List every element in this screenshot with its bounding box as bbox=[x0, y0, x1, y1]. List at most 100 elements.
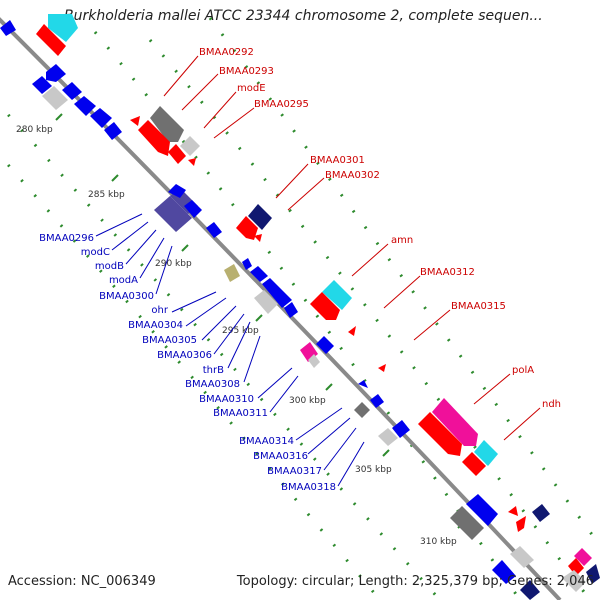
gene-label: BMAA0316 bbox=[253, 451, 308, 462]
tick-label: 290 kbp bbox=[155, 259, 192, 269]
gene-moda-blue bbox=[184, 200, 202, 218]
gene-small-red-5 bbox=[508, 506, 518, 516]
gene-ndh-red bbox=[462, 452, 486, 476]
gene-features bbox=[0, 14, 600, 600]
gene-label: BMAA0301 bbox=[310, 155, 365, 166]
tick-marks bbox=[55, 113, 465, 529]
gene-left-blue-5 bbox=[74, 96, 96, 116]
gene-bmaa0315 bbox=[348, 326, 356, 336]
gene-bottom-red bbox=[568, 558, 584, 576]
gene-bmaa0311 bbox=[316, 336, 334, 354]
gene-feature-top-cyan bbox=[48, 14, 78, 42]
gene-label: BMAA0308 bbox=[185, 379, 240, 390]
gene-left-blue-4 bbox=[62, 82, 82, 100]
gene-label: BMAA0302 bbox=[325, 170, 380, 181]
gene-bottom-right-1 bbox=[586, 564, 600, 584]
gene-modb-blue bbox=[168, 184, 186, 198]
outer-track-2 bbox=[148, 39, 592, 600]
gene-bottom-navy bbox=[520, 580, 540, 600]
gene-small-red-2 bbox=[188, 158, 196, 166]
gene-left-blue-2 bbox=[46, 64, 66, 82]
gene-bottom-blue-2 bbox=[492, 560, 516, 584]
tick-labels: 280 kbp 285 kbp 290 kbp 295 kbp 300 kbp … bbox=[16, 125, 457, 547]
gene-label: BMAA0305 bbox=[142, 335, 197, 346]
gene-label: BMAA0312 bbox=[420, 267, 475, 278]
outer-track-3 bbox=[208, 17, 600, 549]
inner-track-1 bbox=[0, 103, 442, 600]
gene-bottom-right-2 bbox=[562, 570, 586, 592]
gene-bmaa0316-gray bbox=[354, 402, 370, 418]
gene-bmaa0292 bbox=[150, 106, 184, 142]
gene-label: BMAA0292 bbox=[199, 47, 254, 58]
gene-bmaa0314 bbox=[358, 380, 368, 388]
gene-thrb-gray bbox=[254, 290, 278, 314]
gene-left-blue-6 bbox=[90, 108, 112, 128]
gene-label: BMAA0315 bbox=[451, 301, 506, 312]
gene-small-red-3 bbox=[254, 234, 262, 242]
gene-bmaa0308-blue bbox=[284, 302, 298, 318]
gene-small-red-4 bbox=[378, 364, 386, 372]
gene-label: modB bbox=[95, 261, 124, 272]
gene-label: BMAA0318 bbox=[281, 482, 336, 493]
gene-bmaa0293 bbox=[138, 120, 170, 156]
gene-bmaa0305 bbox=[250, 266, 268, 282]
gene-label: amn bbox=[391, 235, 413, 246]
gene-bmaa0304-blue bbox=[242, 258, 252, 270]
gene-left-blue-3 bbox=[32, 76, 52, 94]
tick-label: 285 kbp bbox=[88, 190, 125, 200]
tick-label: 295 kbp bbox=[222, 326, 259, 336]
gene-feature-top-red bbox=[36, 24, 66, 56]
gene-ohr bbox=[224, 264, 240, 282]
gene-bottom-blue-1 bbox=[466, 494, 498, 526]
gene-bmaa0301 bbox=[248, 204, 272, 230]
gene-label: BMAA0310 bbox=[199, 394, 254, 405]
gene-label: BMAA0293 bbox=[219, 66, 274, 77]
gene-bmaa0317 bbox=[378, 428, 398, 446]
gene-label: BMAA0295 bbox=[254, 99, 309, 110]
gene-label: thrB bbox=[203, 365, 224, 376]
gene-label: BMAA0314 bbox=[239, 436, 294, 447]
gene-small-red-1 bbox=[130, 116, 140, 126]
tick-label: 305 kbp bbox=[355, 465, 392, 475]
gene-bmaa0318 bbox=[392, 420, 410, 438]
gene-bottom-magenta bbox=[574, 548, 592, 566]
gene-left-blue-1 bbox=[0, 20, 16, 36]
tick-label: 300 kbp bbox=[289, 396, 326, 406]
gene-bmaa0310-gray bbox=[308, 354, 320, 368]
gene-amn bbox=[322, 280, 352, 310]
gene-bmaa0312 bbox=[310, 292, 340, 320]
gene-label: modE bbox=[237, 83, 266, 94]
gene-label: BMAA0304 bbox=[128, 320, 183, 331]
gene-pola-red bbox=[418, 412, 462, 456]
gene-bmaa0302 bbox=[236, 216, 258, 240]
forward-gene-labels: BMAA0292 BMAA0293 modE BMAA0295 BMAA0301… bbox=[199, 47, 561, 410]
reverse-gene-labels: BMAA0296 modC modB modA BMAA0300 ohr BMA… bbox=[39, 233, 336, 493]
gene-mode bbox=[168, 144, 186, 164]
tick-label: 310 kbp bbox=[420, 537, 457, 547]
topology-summary: Topology: circular; Length: 2,325,379 bp… bbox=[236, 574, 594, 589]
gene-label: polA bbox=[512, 365, 534, 376]
gene-label: BMAA0311 bbox=[213, 408, 268, 419]
gene-label: BMAA0317 bbox=[267, 466, 322, 477]
gene-bmaa0296 bbox=[154, 196, 192, 232]
gene-label: modA bbox=[109, 275, 138, 286]
gene-label: modC bbox=[81, 247, 110, 258]
gene-bmaa0300-blue bbox=[206, 222, 222, 238]
gene-ndh bbox=[474, 440, 498, 466]
gene-label: BMAA0296 bbox=[39, 233, 94, 244]
gene-bmaa0316-blue bbox=[370, 394, 384, 408]
gene-label: ndh bbox=[542, 399, 561, 410]
gene-left-blue-7 bbox=[104, 122, 122, 140]
gene-bottom-lightgray bbox=[510, 546, 534, 568]
gene-bmaa0306 bbox=[262, 278, 292, 308]
gene-label: BMAA0300 bbox=[99, 291, 154, 302]
gene-pola bbox=[432, 398, 478, 446]
forward-label-connectors bbox=[163, 55, 541, 441]
gene-small-red-6 bbox=[516, 516, 526, 532]
map-title: Burkholderia mallei ATCC 23344 chromosom… bbox=[64, 8, 543, 24]
accession-text: Accession: NC_006349 bbox=[8, 574, 156, 589]
gene-label: BMAA0306 bbox=[157, 350, 212, 361]
gene-small-navy bbox=[532, 504, 550, 522]
